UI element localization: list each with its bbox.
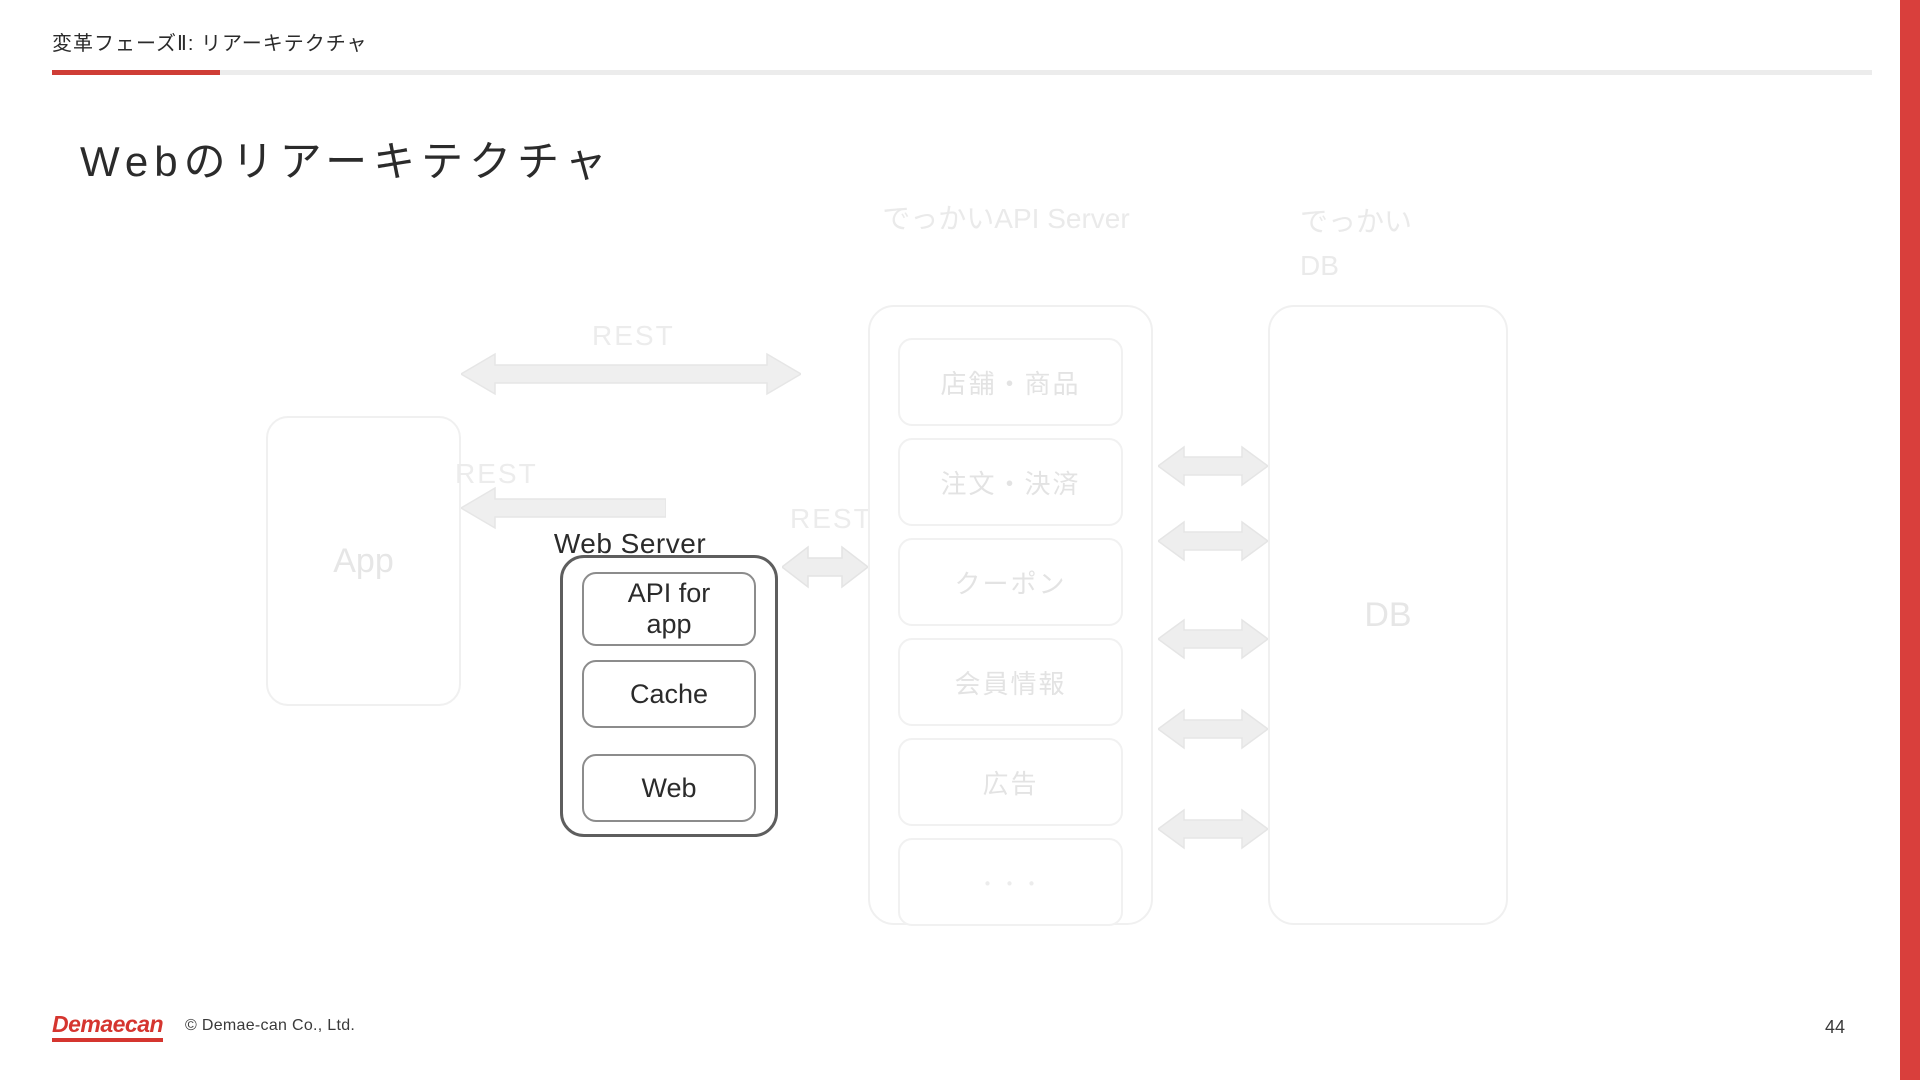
node-api-server-item-0-label: 店舗・商品 <box>940 368 1081 399</box>
node-api-server-item-0: 店舗・商品 <box>898 338 1123 426</box>
node-api-server-item-2-label: クーポン <box>954 568 1067 599</box>
node-web-server-item-api-for-app: API for app <box>582 572 756 646</box>
page-title: Webのリアーキテクチャ <box>80 138 613 185</box>
slide-eyebrow: 変革フェーズⅡ: リアーキテクチャ <box>52 33 368 55</box>
node-web-server-item-cache-label: Cache <box>629 678 709 709</box>
demaecan-logo: Demaecan <box>52 1012 164 1042</box>
node-api-server-item-5: ・・・ <box>898 838 1123 926</box>
copyright-text: © Demae-can Co., Ltd. <box>185 1017 356 1034</box>
node-web-server-item-cache: Cache <box>582 660 756 728</box>
arrow-api-db-1 <box>1158 520 1268 562</box>
edge-label-app-api-rest: REST <box>592 320 675 351</box>
node-web-server-item-web: Web <box>582 754 756 822</box>
progress-rule-fill <box>52 70 220 75</box>
arrow-app-api-rest <box>461 352 801 396</box>
slide-footer: Demaecan © Demae-can Co., Ltd. 44 <box>0 990 1900 1080</box>
node-api-server-item-1-label: 注文・決済 <box>940 468 1081 499</box>
node-api-server-item-4: 広告 <box>898 738 1123 826</box>
arrow-app-web-rest <box>461 486 666 530</box>
arrow-web-api-rest <box>782 545 868 589</box>
architecture-diagram: App REST REST Web Server API for app Cac… <box>0 180 1900 980</box>
node-web-server-item-web-label: Web <box>641 772 697 803</box>
edge-label-web-api-rest: REST <box>790 503 873 534</box>
node-db-inner-label: DB <box>1364 595 1412 634</box>
node-web-server-item-api-for-app-label: API for app <box>627 578 711 639</box>
node-api-server-item-1: 注文・決済 <box>898 438 1123 526</box>
page-number: 44 <box>1824 1017 1845 1037</box>
node-api-server-label: でっかいAPI Server <box>882 203 1130 234</box>
node-app-label: App <box>333 541 394 580</box>
arrow-api-db-4 <box>1158 808 1268 850</box>
arrow-api-db-0 <box>1158 445 1268 487</box>
arrow-api-db-2 <box>1158 618 1268 660</box>
arrow-api-db-3 <box>1158 708 1268 750</box>
node-api-server-item-5-label: ・・・ <box>977 873 1044 896</box>
node-db-label: でっかい DB <box>1300 206 1413 281</box>
node-app: App <box>266 416 461 706</box>
right-accent-band <box>1900 0 1920 1080</box>
node-db: DB <box>1268 305 1508 925</box>
progress-rule-track <box>52 70 1872 75</box>
node-web-server-label: Web Server <box>553 528 707 559</box>
node-api-server-item-3: 会員情報 <box>898 638 1123 726</box>
edge-label-app-web-rest: REST <box>455 458 538 489</box>
node-api-server-item-3-label: 会員情報 <box>954 668 1067 699</box>
node-api-server-item-4-label: 広告 <box>982 768 1039 799</box>
node-api-server-item-2: クーポン <box>898 538 1123 626</box>
